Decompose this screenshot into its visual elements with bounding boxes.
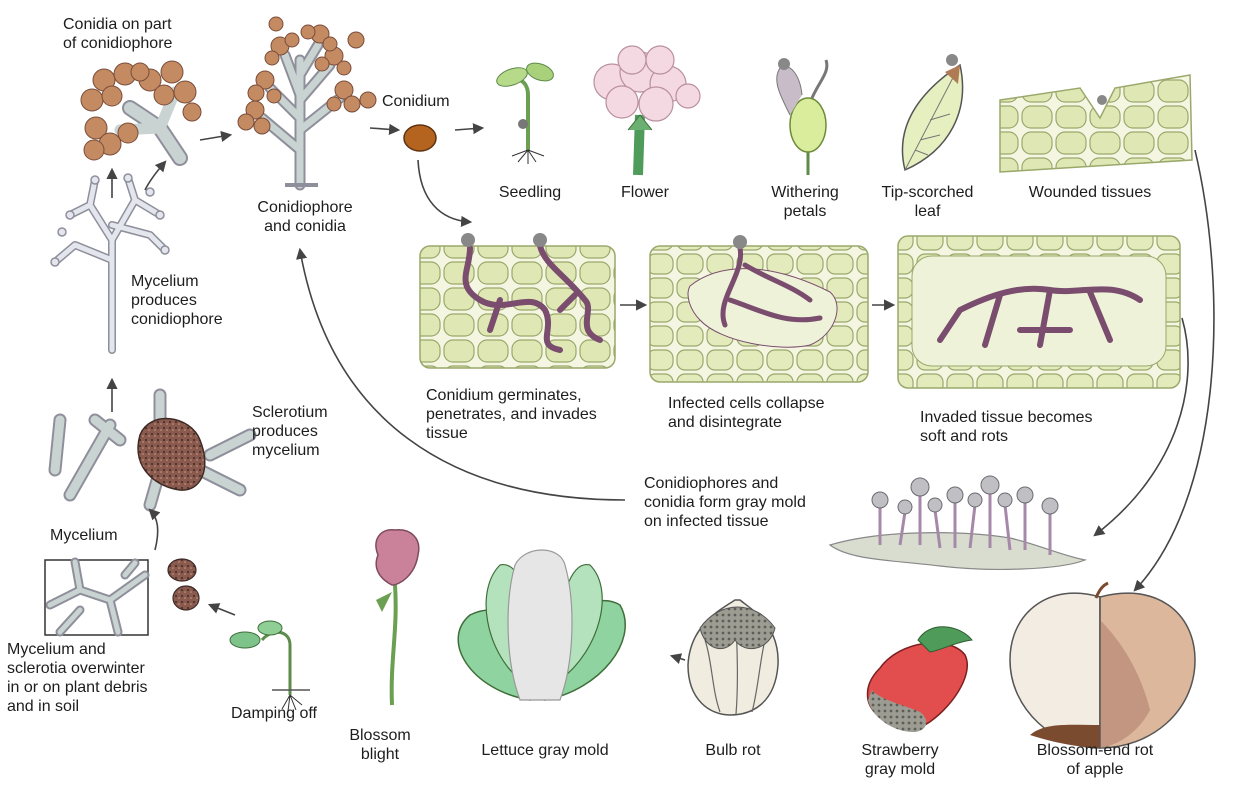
flower-illustration bbox=[594, 46, 700, 175]
collapsing-cells-tissue bbox=[650, 235, 868, 382]
label-blossom-blight: Blossom blight bbox=[340, 726, 420, 764]
arrow-to-conidiophore-top bbox=[200, 135, 230, 140]
label-damping-off: Damping off bbox=[231, 704, 317, 723]
label-mycelium-and-sclerotia: Mycelium and sclerotia overwinter in or … bbox=[7, 640, 148, 716]
label-mycelium: Mycelium bbox=[50, 526, 118, 545]
conidia-on-conidiophore-illustration bbox=[81, 61, 201, 160]
label-lettuce-gray-mold: Lettuce gray mold bbox=[460, 741, 630, 760]
blossom-blight-illustration bbox=[376, 530, 419, 705]
damping-off-seedling bbox=[230, 621, 310, 711]
arrow-damping-to-sclerotia bbox=[210, 605, 235, 615]
label-strawberry-gray-mold: Strawberry gray mold bbox=[840, 741, 960, 779]
arrow-to-conidia-part bbox=[145, 162, 165, 190]
label-blossom-end-rot: Blossom-end rot of apple bbox=[1015, 741, 1175, 779]
withering-petals-illustration bbox=[777, 58, 827, 175]
label-infected-cells: Infected cells collapse and disintegrate bbox=[668, 394, 825, 432]
tip-scorched-leaf-illustration bbox=[902, 54, 962, 170]
germinating-conidium-tissue bbox=[420, 233, 615, 368]
arrow-conidium-to-seedling bbox=[455, 128, 482, 130]
label-bulb-rot: Bulb rot bbox=[688, 741, 778, 760]
seedling-illustration bbox=[494, 60, 556, 164]
arrow-conidiophore-to-conidium bbox=[370, 128, 398, 130]
arrow-mycelium-to-sclerotium bbox=[150, 510, 158, 550]
label-tip-scorched-leaf: Tip-scorched leaf bbox=[865, 183, 990, 221]
label-flower: Flower bbox=[600, 183, 690, 202]
sclerotium-illustration bbox=[55, 395, 250, 505]
label-withering-petals: Withering petals bbox=[755, 183, 855, 221]
apple-illustration bbox=[1010, 583, 1195, 748]
label-conidium-germinates: Conidium germinates, penetrates, and inv… bbox=[426, 386, 597, 443]
label-mycelium-produces-conidiophore: Mycelium produces conidiophore bbox=[131, 272, 223, 329]
sclerotia-illustration bbox=[168, 559, 199, 610]
invaded-tissue bbox=[898, 236, 1180, 388]
label-seedling: Seedling bbox=[480, 183, 580, 202]
label-gray-mold: Conidiophores and conidia form gray mold… bbox=[644, 474, 806, 531]
arrow-bulb-to-lettuce bbox=[672, 656, 685, 660]
mycelium-box-illustration bbox=[45, 560, 148, 635]
label-conidia-on-part: Conidia on part of conidiophore bbox=[63, 15, 172, 53]
wounded-tissues-illustration bbox=[1000, 75, 1192, 172]
label-invaded-tissue: Invaded tissue becomes soft and rots bbox=[920, 408, 1093, 446]
label-conidiophore-and-conidia: Conidiophore and conidia bbox=[235, 198, 375, 236]
lettuce-illustration bbox=[458, 550, 625, 700]
strawberry-illustration bbox=[868, 627, 973, 732]
label-sclerotium-produces-mycelium: Sclerotium produces mycelium bbox=[252, 403, 328, 460]
bulb-rot-illustration bbox=[688, 600, 778, 715]
conidiophore-illustration bbox=[238, 17, 376, 185]
label-conidium: Conidium bbox=[382, 92, 450, 111]
arrow-conidium-to-tissue bbox=[418, 160, 470, 222]
gray-mold-illustration bbox=[830, 476, 1085, 569]
label-wounded-tissues: Wounded tissues bbox=[1015, 183, 1165, 202]
conidium-spore bbox=[404, 125, 436, 151]
